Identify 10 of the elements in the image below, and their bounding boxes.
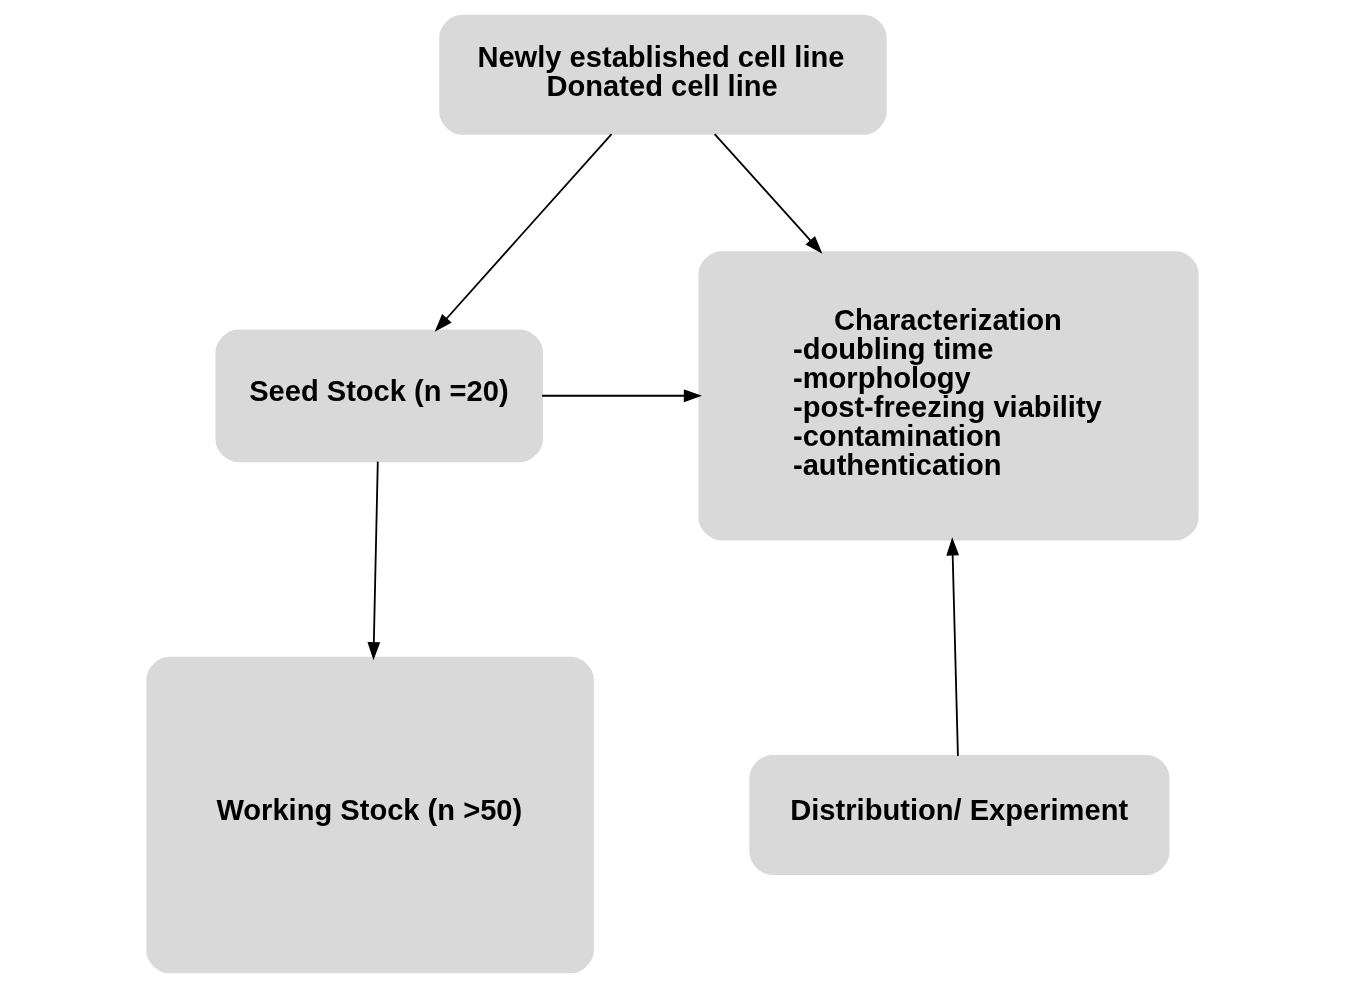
node-box: Characterization -doubling time -morphology -post-freezing viability -contamination -authentication: [698, 251, 1199, 541]
node-box: Seed Stock (n =20): [215, 329, 543, 463]
arrow: [946, 537, 960, 757]
arrow: [713, 133, 823, 254]
node-box: Distribution/ Experiment: [749, 755, 1170, 876]
node-box: Working Stock (n >50): [146, 656, 594, 974]
node-box: Newly established cell line Donated cell line: [439, 14, 887, 135]
arrow: [367, 460, 381, 661]
arrow: [434, 133, 613, 332]
arrow: [541, 389, 703, 403]
